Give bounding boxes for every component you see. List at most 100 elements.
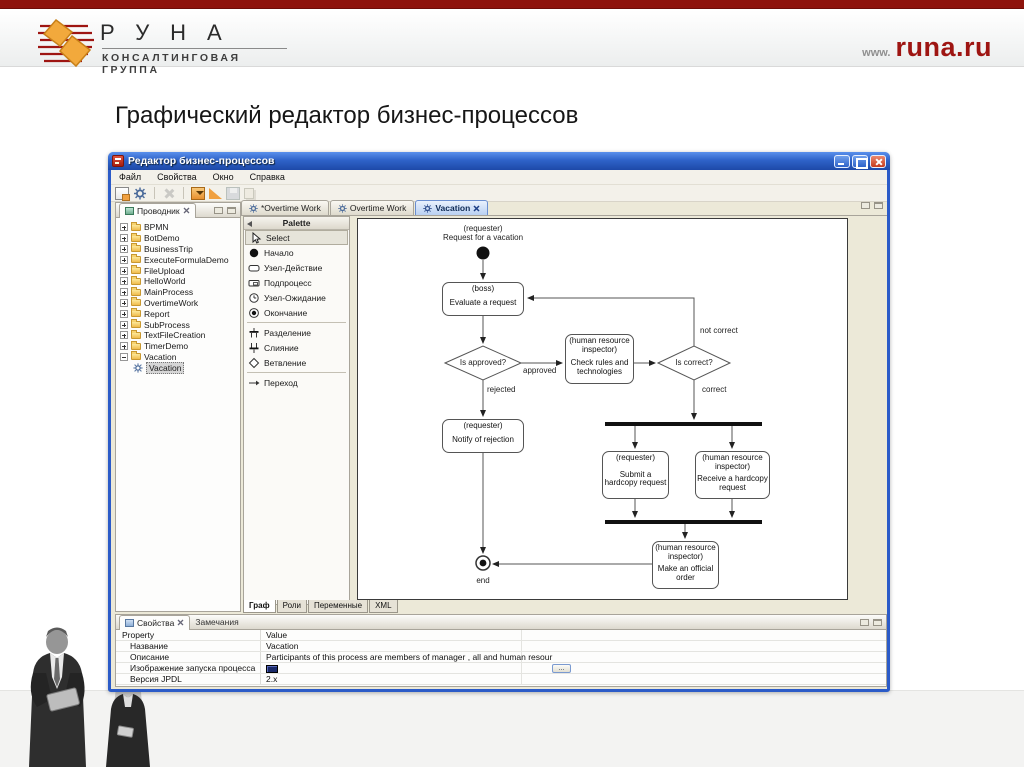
node-check-rules[interactable]: (human resource inspector) Check rules a… <box>565 334 634 384</box>
node-make-order[interactable]: (human resource inspector) Make an offic… <box>652 541 719 589</box>
property-row-description[interactable]: Описание Participants of this process ar… <box>116 652 886 663</box>
expander-icon[interactable] <box>120 288 128 297</box>
expander-icon[interactable] <box>120 234 128 243</box>
node-receive-hardcopy[interactable]: (human resource inspector) Receive a har… <box>695 451 770 499</box>
close-view-icon[interactable] <box>183 207 190 214</box>
expander-icon[interactable] <box>120 277 128 286</box>
tree-item-mainprocess[interactable]: MainProcess <box>120 286 240 298</box>
expander-icon[interactable] <box>120 255 128 264</box>
tree-item-bpmn[interactable]: BPMN <box>120 221 240 233</box>
tab-xml[interactable]: XML <box>369 600 398 613</box>
collapse-palette-icon[interactable] <box>247 221 252 227</box>
palette-item-join[interactable]: Слияние <box>244 340 349 355</box>
minimize-view-icon[interactable] <box>860 619 869 626</box>
expander-icon[interactable] <box>120 223 128 232</box>
expander-icon[interactable] <box>120 244 128 253</box>
palette-item-transition[interactable]: Переход <box>244 375 349 390</box>
column-value: Value <box>266 630 288 640</box>
new-process-icon[interactable] <box>115 186 130 201</box>
save-icon[interactable] <box>226 186 240 200</box>
delete-icon[interactable] <box>162 187 176 200</box>
maximize-button[interactable] <box>852 154 868 169</box>
expander-icon[interactable] <box>120 331 128 340</box>
tab-overtime-work-modified[interactable]: *Overtime Work <box>241 200 329 215</box>
minimize-button[interactable] <box>834 154 850 168</box>
tab-notes[interactable]: Замечания <box>190 615 243 630</box>
palette-item-decision[interactable]: Ветвление <box>244 355 349 370</box>
palette-item-action[interactable]: Узел-Действие <box>244 260 349 275</box>
tab-variables[interactable]: Переменные <box>307 600 369 613</box>
tree-item-textfilecreation[interactable]: TextFileCreation <box>120 329 240 341</box>
maximize-view-icon[interactable] <box>874 202 883 209</box>
palette-header[interactable]: Palette <box>244 217 349 230</box>
close-button[interactable] <box>870 154 886 168</box>
menu-file[interactable]: Файл <box>119 172 142 182</box>
menu-help[interactable]: Справка <box>249 172 285 182</box>
decision-is-approved[interactable]: Is approved? <box>445 358 521 367</box>
tree-item-report[interactable]: Report <box>120 308 240 319</box>
window-titlebar[interactable]: Редактор бизнес-процессов <box>108 152 890 170</box>
tree-item-timerdemo[interactable]: TimerDemo <box>120 340 240 352</box>
tab-overtime-work[interactable]: Overtime Work <box>329 200 415 215</box>
minimize-view-icon[interactable] <box>214 207 223 214</box>
menu-properties[interactable]: Свойства <box>157 172 197 182</box>
node-evaluate-request[interactable]: (boss) Evaluate a request <box>442 282 524 316</box>
tab-explorer[interactable]: Проводник <box>119 202 196 218</box>
tree-item-label: Vacation <box>144 351 177 362</box>
tab-properties[interactable]: Свойства <box>119 614 191 630</box>
tree-item-overtimework[interactable]: OvertimeWork <box>120 297 240 309</box>
edge-label-correct: correct <box>702 385 727 394</box>
close-view-icon[interactable] <box>177 619 184 626</box>
tree-item-vacation[interactable]: Vacation <box>120 351 240 363</box>
gear-icon[interactable] <box>133 187 147 200</box>
tab-vacation[interactable]: Vacation <box>415 200 489 215</box>
tree-item-vacation-process[interactable]: Vacation <box>120 361 240 374</box>
slide-title: Графический редактор бизнес-процессов <box>115 102 579 129</box>
property-row-jpdl-version[interactable]: Версия JPDL 2.x <box>116 674 886 685</box>
palette-panel: Palette Select Начало Узел-Действие Подп… <box>243 216 350 605</box>
runa-logo-icon <box>38 18 94 68</box>
palette-item-label: Узел-Действие <box>264 262 323 273</box>
property-value <box>261 663 886 673</box>
folder-icon <box>131 232 141 242</box>
tab-graph[interactable]: Граф <box>243 600 276 613</box>
collapse-icon[interactable] <box>120 352 128 361</box>
property-row-start-image[interactable]: Изображение запуска процесса ... <box>116 663 886 674</box>
decision-is-correct[interactable]: Is correct? <box>658 358 730 367</box>
palette-item-fork[interactable]: Разделение <box>244 325 349 340</box>
tree-item-label: TextFileCreation <box>144 330 206 341</box>
maximize-view-icon[interactable] <box>873 619 882 626</box>
expander-icon[interactable] <box>120 298 128 307</box>
expander-icon[interactable] <box>120 342 128 351</box>
maximize-view-icon[interactable] <box>227 207 236 214</box>
property-row-name[interactable]: Название Vacation <box>116 641 886 652</box>
expander-icon[interactable] <box>120 320 128 329</box>
palette-item-select[interactable]: Select <box>245 230 348 245</box>
import-icon[interactable] <box>191 186 205 200</box>
explorer-panel-header: Проводник <box>116 202 240 218</box>
node-notify-rejection[interactable]: (requester) Notify of rejection <box>442 419 524 453</box>
expander-icon[interactable] <box>120 266 128 275</box>
palette-item-label: Окончание <box>264 307 308 318</box>
tree-item-helloworld[interactable]: HelloWorld <box>120 275 240 287</box>
tree-item-fileupload[interactable]: FileUpload <box>120 265 240 276</box>
palette-item-start[interactable]: Начало <box>244 245 349 260</box>
copy-icon[interactable] <box>244 187 254 199</box>
palette-item-end[interactable]: Окончание <box>244 305 349 320</box>
palette-item-subprocess[interactable]: Подпроцесс <box>244 275 349 290</box>
browse-button[interactable]: ... <box>552 664 571 673</box>
tree-item-subprocess[interactable]: SubProcess <box>120 319 240 330</box>
diagram-canvas[interactable]: (requester) Request for a vacation (boss… <box>357 218 848 600</box>
close-tab-icon[interactable] <box>473 204 480 212</box>
tab-roles[interactable]: Роли <box>276 600 307 613</box>
tree-item-businesstrip[interactable]: BusinessTrip <box>120 243 240 255</box>
minimize-view-icon[interactable] <box>861 202 870 209</box>
export-icon[interactable] <box>209 187 222 199</box>
tree-item-label: MainProcess <box>144 287 194 298</box>
menu-window[interactable]: Окно <box>212 172 234 182</box>
expander-icon[interactable] <box>120 309 128 318</box>
tree-item-botdemo[interactable]: BotDemo <box>120 232 240 244</box>
tree-item-executeformulademo[interactable]: ExecuteFormulaDemo <box>120 254 240 265</box>
palette-item-wait[interactable]: Узел-Ожидание <box>244 290 349 305</box>
node-submit-hardcopy[interactable]: (requester) Submit a hardcopy request <box>602 451 669 499</box>
